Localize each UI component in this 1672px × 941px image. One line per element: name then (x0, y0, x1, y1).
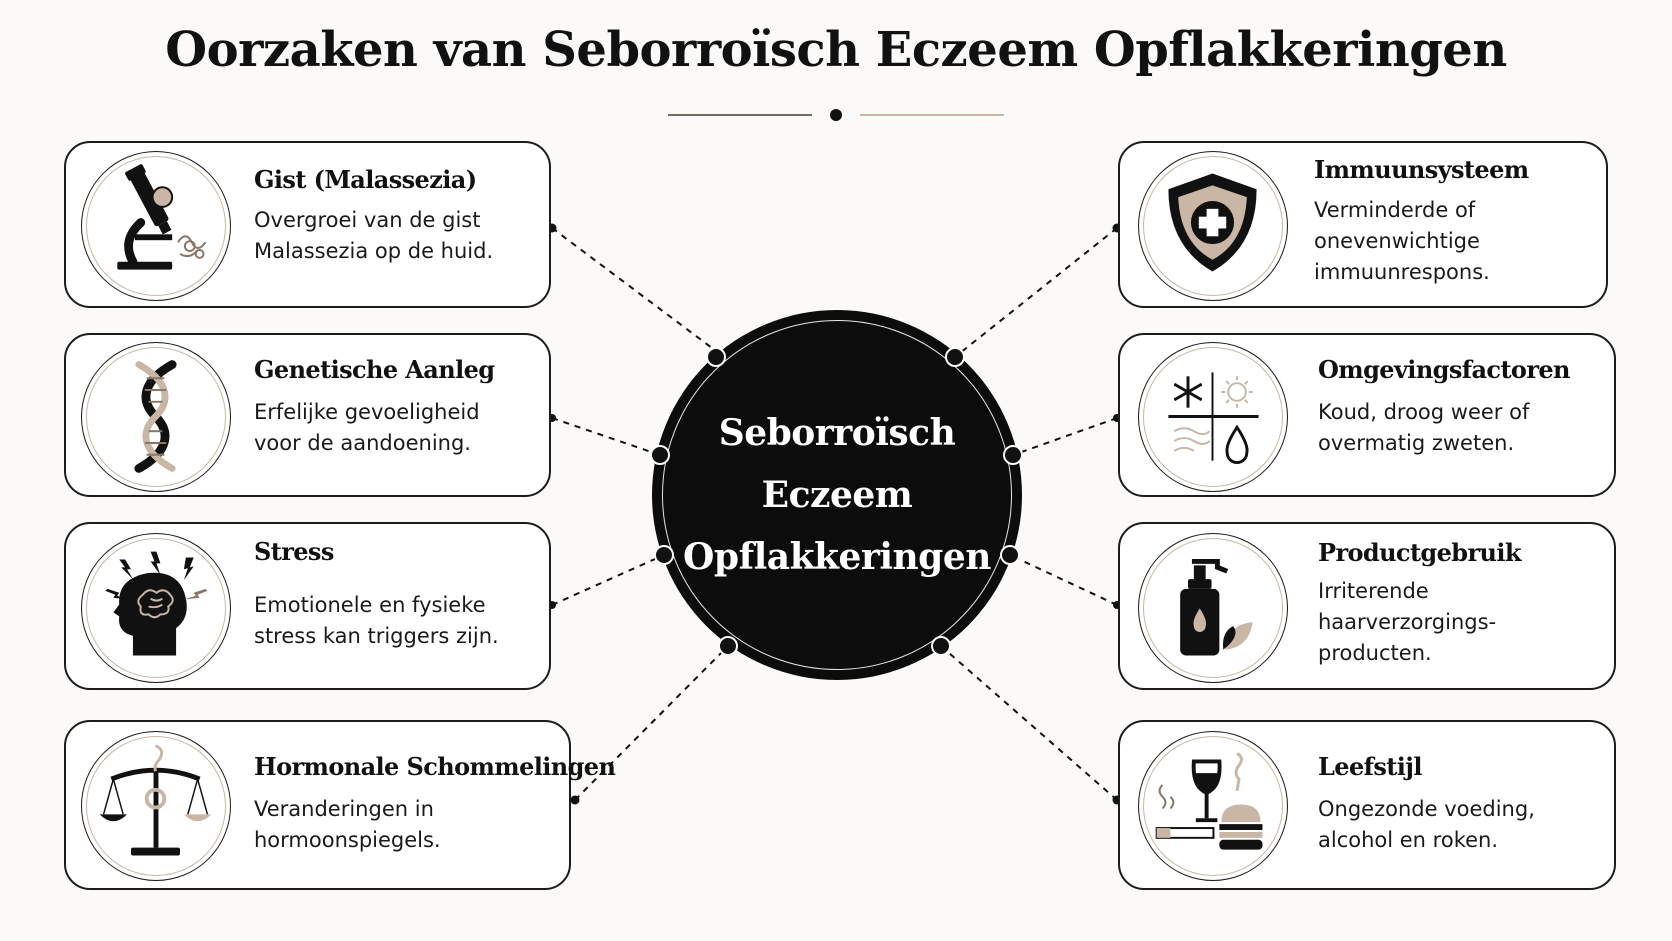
dna-icon-frame (81, 342, 231, 492)
desc-line: producten. (1318, 641, 1432, 665)
cause-card-omgevingsfactoren: Omgevingsfactoren Koud, droog weer of ov… (1118, 333, 1616, 497)
cause-card-productgebruik: Productgebruik Irriterende haarverzorgin… (1118, 522, 1616, 690)
balance-scale-icon-frame (81, 731, 231, 881)
desc-line: Verminderde of (1314, 198, 1476, 222)
cause-card-immuunsysteem: Immuunsysteem Verminderde of onevenwicht… (1118, 141, 1608, 308)
cause-title: Productgebruik (1318, 538, 1522, 567)
cause-title: Leefstijl (1318, 752, 1422, 781)
desc-line: stress kan triggers zijn. (254, 624, 499, 648)
weather-icon-frame (1138, 342, 1288, 492)
center-topic-circle: Seborroïsch Eczeem Opflakkeringen (652, 310, 1022, 680)
desc-line: onevenwichtige (1314, 229, 1480, 253)
cause-description: Veranderingen in hormoonspiegels. (254, 794, 441, 856)
desc-line: Erfelijke gevoeligheid (254, 400, 480, 424)
pump-bottle-icon (1180, 558, 1253, 656)
center-topic-label: Seborroïsch Eczeem Opflakkeringen (652, 402, 1022, 588)
page-title: Oorzaken van Seborroïsch Eczeem Opflakke… (165, 22, 1507, 78)
desc-line: alcohol en roken. (1318, 828, 1499, 852)
desc-line: Ongezonde voeding, (1318, 797, 1535, 821)
desc-line: voor de aandoening. (254, 431, 471, 455)
desc-line: haarverzorgings- (1318, 610, 1497, 634)
cause-description: Koud, droog weer of overmatig zweten. (1318, 397, 1529, 459)
cause-title: Gist (Malassezia) (254, 165, 477, 194)
center-line-1: Seborroïsch (718, 412, 956, 454)
cause-description: Emotionele en fysieke stress kan trigger… (254, 590, 499, 652)
shield-cross-icon (1168, 173, 1257, 272)
desc-line: hormoonspiegels. (254, 828, 441, 852)
lifestyle-icon-frame (1138, 731, 1288, 881)
desc-line: immuunrespons. (1314, 260, 1490, 284)
microscope-icon (117, 164, 207, 270)
center-inner-ring (662, 320, 1012, 670)
dna-icon (134, 360, 177, 473)
cause-card-stress: Stress Emotionele en fysieke stress kan … (64, 522, 551, 690)
desc-line: Overgroei van de gist (254, 208, 481, 232)
desc-line: Emotionele en fysieke (254, 593, 486, 617)
cause-title: Immuunsysteem (1314, 155, 1529, 184)
stressed-head-icon (105, 551, 208, 656)
cause-description: Verminderde of onevenwichtige immuunresp… (1314, 195, 1490, 288)
stressed-head-icon-frame (81, 533, 231, 683)
lifestyle-icon (1155, 752, 1263, 850)
center-line-2: Eczeem (761, 474, 913, 516)
balance-scale-icon (99, 744, 212, 856)
desc-line: overmatig zweten. (1318, 431, 1515, 455)
cause-card-genetische-aanleg: Genetische Aanleg Erfelijke gevoeligheid… (64, 333, 551, 497)
cause-description: Ongezonde voeding, alcohol en roken. (1318, 794, 1535, 856)
title-divider (668, 109, 1004, 121)
weather-icon (1168, 372, 1259, 465)
cause-card-leefstijl: Leefstijl Ongezonde voeding, alcohol en … (1118, 720, 1616, 890)
pump-bottle-icon-frame (1138, 533, 1288, 683)
cause-title: Genetische Aanleg (254, 355, 495, 384)
cause-card-gist: Gist (Malassezia) Overgroei van de gist … (64, 141, 551, 308)
cause-title: Omgevingsfactoren (1318, 355, 1571, 384)
desc-line: Koud, droog weer of (1318, 400, 1530, 424)
shield-cross-icon-frame (1138, 151, 1288, 301)
center-line-3: Opflakkeringen (683, 536, 991, 578)
desc-line: Malassezia op de huid. (254, 239, 494, 263)
cause-title: Stress (254, 537, 334, 566)
cause-description: Irriterende haarverzorgings- producten. (1318, 576, 1496, 669)
cause-description: Overgroei van de gist Malassezia op de h… (254, 205, 493, 267)
cause-description: Erfelijke gevoeligheid voor de aandoenin… (254, 397, 480, 459)
cause-card-hormonale-schommelingen: Hormonale Schommelingen Veranderingen in… (64, 720, 616, 890)
microscope-icon-frame (81, 151, 231, 301)
desc-line: Irriterende (1318, 579, 1429, 603)
desc-line: Veranderingen in (254, 797, 434, 821)
cause-title: Hormonale Schommelingen (254, 752, 616, 781)
